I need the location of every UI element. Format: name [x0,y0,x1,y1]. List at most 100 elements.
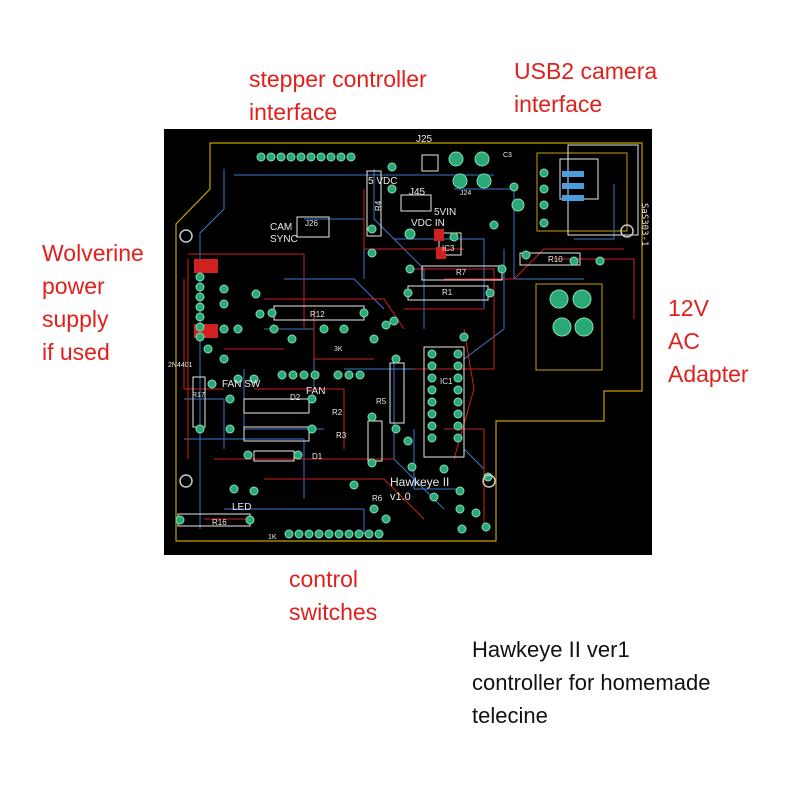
pad [367,224,377,234]
mounting-hole [620,224,634,238]
silk-j25: J25 [416,134,433,145]
pad [195,292,205,302]
pad [334,529,344,539]
pad [429,492,439,502]
pad [439,464,449,474]
pad [367,458,377,468]
pad [319,324,329,334]
pad [316,152,326,162]
silk-j26: J26 [305,219,318,228]
pad [427,361,437,371]
pad [219,299,229,309]
silk-fan-sw: FAN SW [222,379,261,390]
pad [595,256,605,266]
pad [288,370,298,380]
pad [195,312,205,322]
silk-d1: D1 [312,452,323,461]
pad [294,529,304,539]
pad [299,370,309,380]
pad [453,373,463,383]
through-hole-pads [175,151,605,539]
pad [344,370,354,380]
pad [195,282,205,292]
silk-sync: SYNC [270,234,298,245]
silk-r1: R1 [442,288,453,297]
pad [476,173,492,189]
pad [427,421,437,431]
pad [374,529,384,539]
pad [521,250,531,260]
silk-r3: R3 [336,431,347,440]
pad [269,324,279,334]
pad [449,232,459,242]
pad [453,385,463,395]
pad [219,354,229,364]
usb-smd-pads [562,171,584,201]
pad [427,385,437,395]
pad [354,529,364,539]
diagram-caption: Hawkeye II ver1 controller for homemade … [472,637,711,728]
pad [219,284,229,294]
pad [369,504,379,514]
callout-wolverine-power-supply: Wolverine power supply if used [42,240,144,365]
pad [549,289,569,309]
silk-c3: C3 [503,152,512,159]
pad [381,514,391,524]
silk-5vdc: 5 VDC [368,176,397,187]
pad [219,324,229,334]
pad [539,218,549,228]
silk-vdc-in: VDC IN [411,218,445,229]
pad [207,379,217,389]
pad [387,184,397,194]
pad [427,373,437,383]
mounting-hole [179,474,193,488]
pad [326,152,336,162]
pad [509,182,519,192]
pad [485,288,495,298]
pad [453,433,463,443]
pad [572,289,592,309]
silk-d2: D2 [290,393,301,402]
mounting-holes [179,224,634,488]
pad [233,324,243,334]
pad [225,394,235,404]
pad [245,515,255,525]
pad [251,289,261,299]
pad [307,394,317,404]
pad [453,349,463,359]
pad [233,374,243,384]
pad [229,484,239,494]
pad [405,264,415,274]
silk-r7: R7 [456,268,467,277]
silk-cam: CAM [270,222,292,233]
pad [497,264,507,274]
pad [195,302,205,312]
ac-jack-outline [535,283,603,371]
pad [403,288,413,298]
pad [427,409,437,419]
pad [574,317,594,337]
silk-ic3: IC3 [442,244,455,253]
pad [277,370,287,380]
pad [489,220,499,230]
pad [344,529,354,539]
pad [256,152,266,162]
pad [287,334,297,344]
silk-led: LED [232,502,251,513]
pad [552,317,572,337]
silk-r4: R4 [374,200,383,211]
pad [333,370,343,380]
pad [276,152,286,162]
silk-3k: 3K [334,346,343,353]
silk-usb-part: SaS303-1 [639,203,649,246]
pcb-board: J25 5 VDC J45 5VIN VDC IN J24 CAM SYNC J… [164,129,652,555]
pad [314,529,324,539]
pad [249,486,259,496]
silk-r12: R12 [310,310,325,319]
pad [452,173,468,189]
silk-r5: R5 [376,397,387,406]
mounting-hole [179,229,193,243]
pad [569,256,579,266]
silk-j24: J24 [460,190,471,197]
silk-ic1: IC1 [440,377,453,386]
